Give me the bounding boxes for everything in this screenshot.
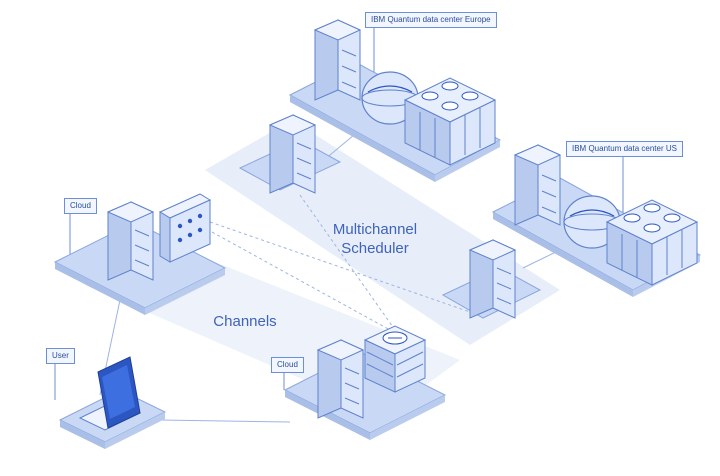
us-data-center (491, 144, 702, 297)
server-rack-icon (513, 144, 562, 226)
scheduler-server-top (238, 114, 342, 194)
cloud-bottom-platform (283, 325, 447, 440)
scheduler-line-2: Scheduler (341, 240, 409, 257)
quantum-computer-icon (403, 77, 497, 166)
quantum-dome-icon (563, 195, 621, 249)
europe-data-center (288, 19, 502, 182)
user-platform (58, 356, 167, 449)
channels-label: Channels (213, 313, 277, 330)
server-rack-icon (106, 201, 155, 281)
storage-stack-icon (363, 325, 427, 393)
cloud-left-platform (53, 193, 227, 315)
us-data-center-label: IBM Quantum data center US (566, 141, 683, 157)
scheduler-server-right (441, 239, 542, 319)
server-rack-icon (316, 339, 365, 419)
multichannel-scheduler-label: Multichannel Scheduler (315, 220, 435, 258)
connection-lines (99, 129, 561, 423)
europe-data-center-label: IBM Quantum data center Europe (365, 12, 497, 28)
user-label: User (46, 348, 75, 364)
cloud-left-label: Cloud (64, 198, 97, 214)
server-rack-icon (313, 19, 362, 101)
cloud-bottom-label: Cloud (271, 357, 304, 373)
scheduler-line-1: Multichannel (332, 221, 418, 238)
storage-array-icon (158, 193, 212, 263)
laptop-icon (78, 356, 142, 431)
quantum-computer-icon (605, 199, 699, 286)
